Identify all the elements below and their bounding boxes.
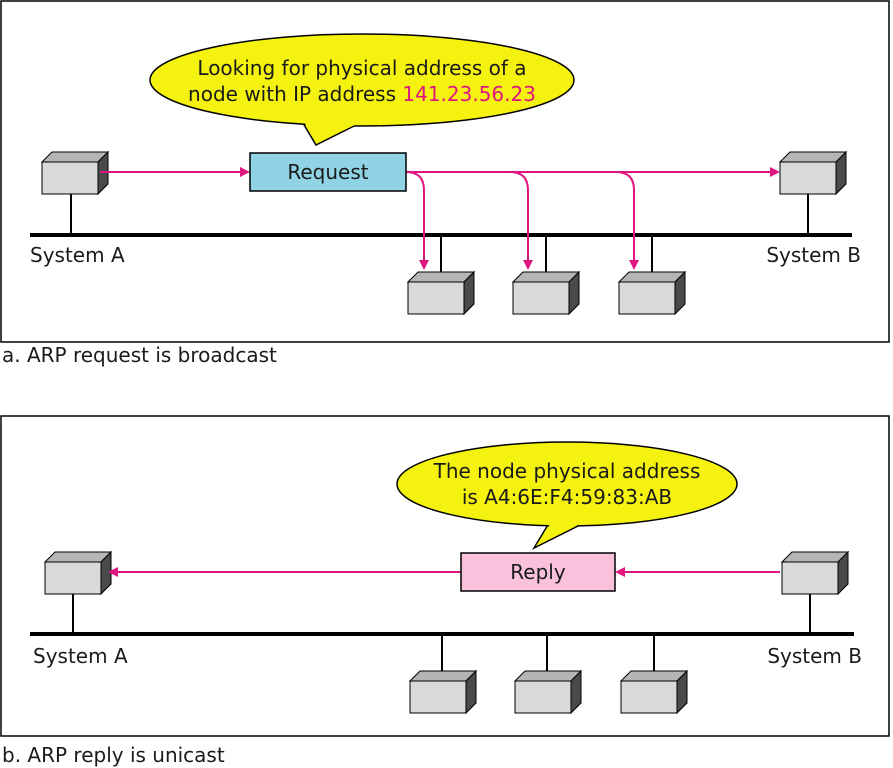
panel-b-system-a-label: System A [33, 644, 128, 668]
request-arrow-to-node-3 [615, 171, 639, 270]
request-arrow-to-node-1 [405, 171, 429, 270]
panel-b-caption: b. ARP reply is unicast [2, 743, 225, 767]
reply-packet-label: Reply [510, 560, 566, 584]
system-a-device-icon [43, 550, 113, 596]
system-a-device-icon [40, 150, 110, 196]
panel-b-system-b-label: System B [767, 644, 862, 668]
target-ip-address: 141.23.56.23 [402, 82, 536, 106]
panel-b: Reply The node physical address is A4:6E… [0, 415, 890, 737]
request-packet [249, 152, 407, 192]
request-bubble-line-2: node with IP address 141.23.56.23 [188, 82, 536, 106]
system-b-device-icon [778, 150, 848, 196]
panel-a-caption: a. ARP request is broadcast [2, 343, 277, 367]
node-2-device-icon [511, 270, 581, 316]
panel-b-frame [0, 415, 890, 737]
node-1-device-icon [406, 270, 476, 316]
node-2-device-icon [513, 669, 583, 715]
panel-a-frame [0, 0, 890, 343]
reply-bubble-line-1: The node physical address [433, 459, 701, 483]
request-speech-bubble [149, 33, 575, 146]
reply-speech-bubble [396, 441, 738, 550]
request-packet-label: Request [287, 160, 368, 184]
node-3-device-icon [617, 270, 687, 316]
request-arrow-to-node-2 [509, 171, 533, 270]
node-3-device-icon [619, 669, 689, 715]
node-1-device-icon [408, 669, 478, 715]
request-bubble-line-2-prefix: node with IP address [188, 82, 396, 106]
panel-a: Request Looking for physical address of … [0, 0, 890, 343]
panel-a-system-b-label: System B [766, 243, 861, 267]
reply-bubble-line-2: is A4:6E:F4:59:83:AB [462, 485, 672, 509]
system-b-device-icon [780, 550, 850, 596]
request-bubble-line-1: Looking for physical address of a [197, 56, 526, 80]
panel-a-system-a-label: System A [30, 243, 125, 267]
reply-packet [460, 552, 616, 592]
